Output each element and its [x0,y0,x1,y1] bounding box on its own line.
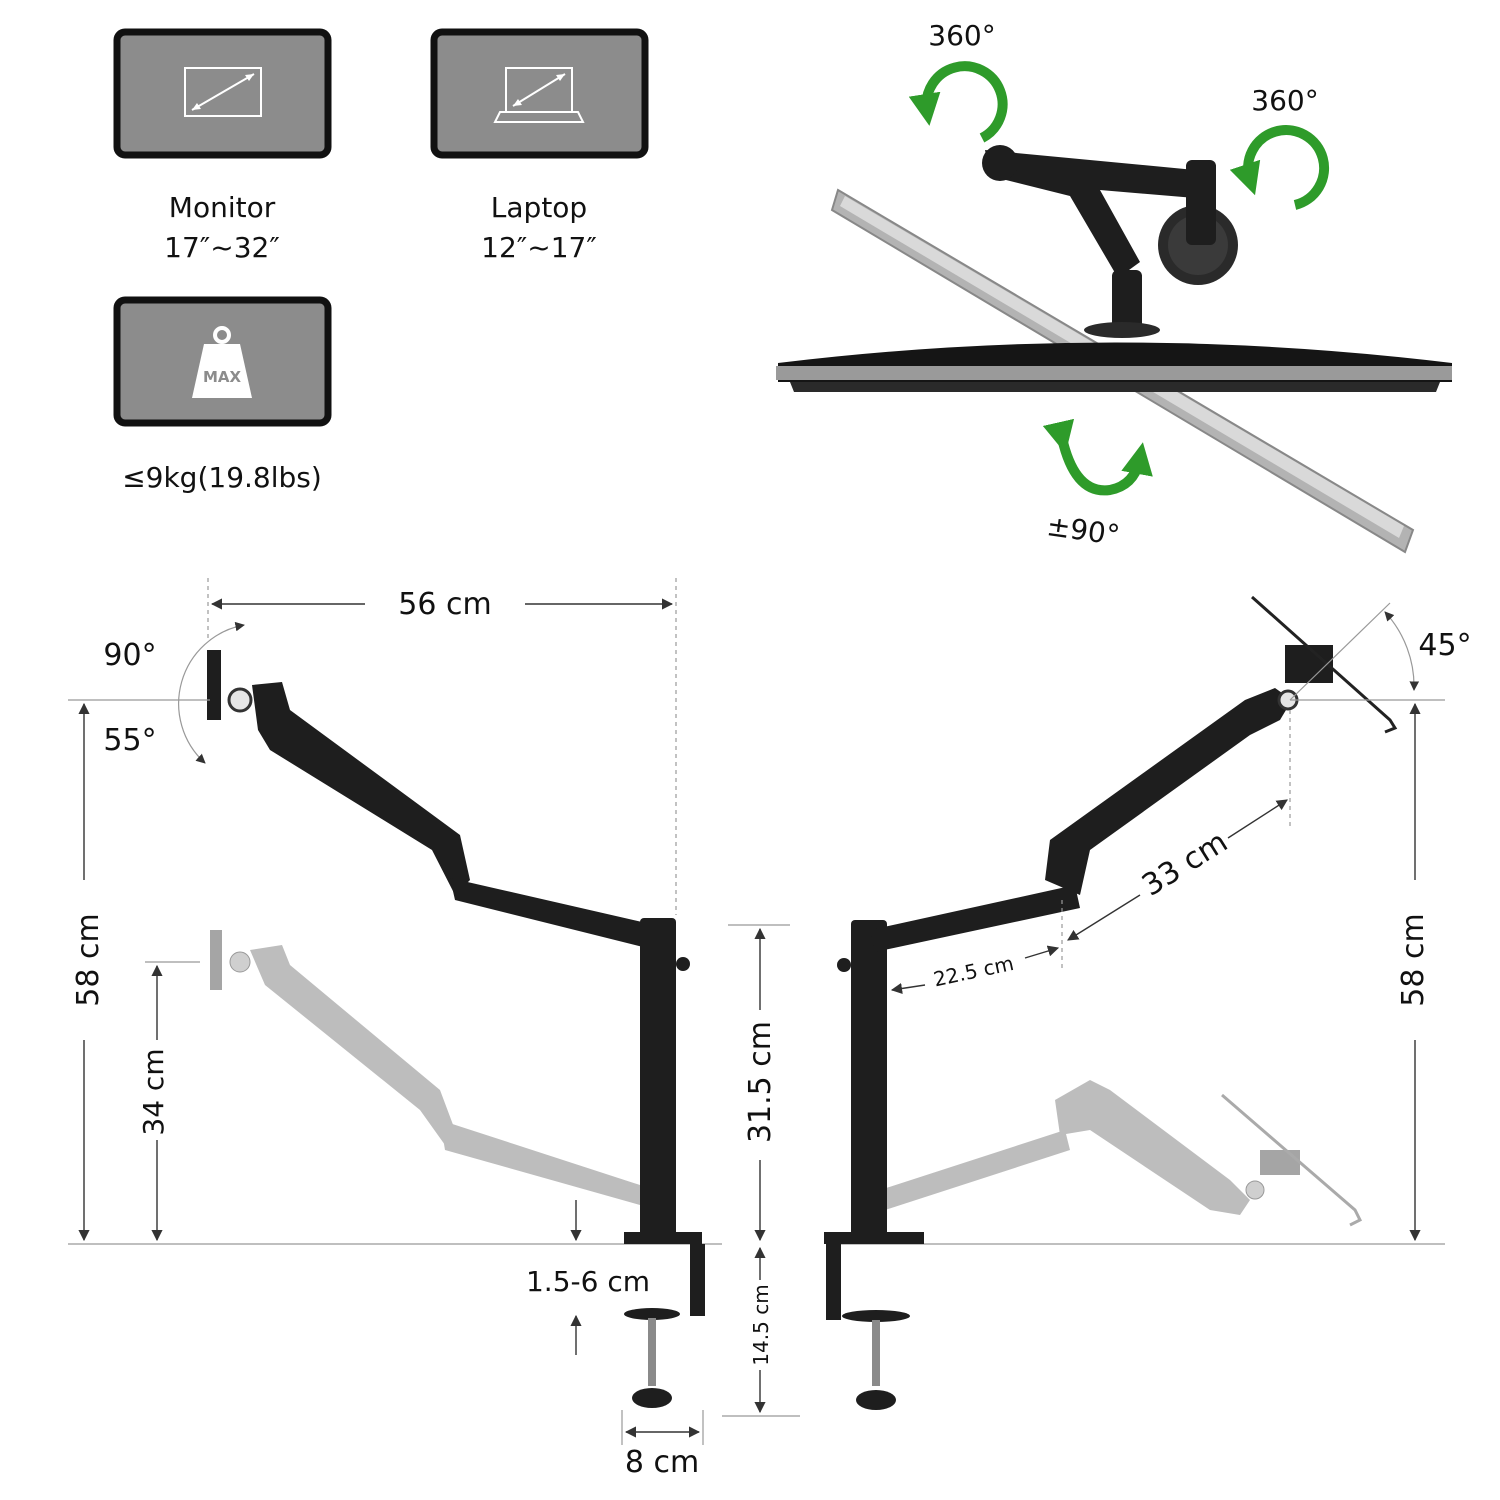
head-swivel-label: 360° [1251,84,1318,117]
upper-arm-label: 33 cm [1136,824,1234,903]
pole-height-label: 31.5 cm [743,1021,778,1143]
lower-arm-label: 22.5 cm [931,951,1016,991]
arm-top-view [982,145,1238,338]
base-width-label: 8 cm [625,1445,699,1480]
monitor-label: Monitor [169,191,276,224]
laptop-diagonal-icon [493,67,585,123]
lowered-laptop-arm-ghost [880,1080,1363,1227]
tilt-up-label: 90° [103,638,156,673]
reach-label: 56 cm [398,587,491,622]
arm-swivel-label: 360° [928,19,995,52]
monitor-screen [776,342,1452,392]
laptop-size: 12″~17″ [481,231,597,264]
screen-rotate-arrow [1042,418,1153,496]
arm-swivel-arrow [908,61,1008,143]
right-side-view: 45° 58 cm 33 cm 22.5 cm [824,595,1472,1410]
rotation-illustration: 360° 360° ±90° [776,19,1452,554]
max-badge: MAX [203,368,242,386]
left-side-view: 56 cm 90° 55° 58 cm 34 cm 31.5 cm 1.5-6 … [68,578,800,1480]
raised-laptop-arm [824,595,1398,1410]
clamp-range-label: 1.5-6 cm [526,1265,650,1298]
laptop-label: Laptop [491,191,587,224]
load-limit: ≤9kg(19.8lbs) [122,461,322,494]
pole-left [640,918,676,1243]
monitor-size: 17″~32″ [164,231,280,264]
max-height-right: 58 cm [1396,913,1431,1006]
screen-rotate-label: ±90° [1045,509,1122,552]
monitor-spec: Monitor 17″~32″ [113,28,332,264]
max-height-left: 58 cm [71,913,106,1006]
tray-tilt-label: 45° [1418,628,1471,663]
lowered-arm-ghost [210,930,640,1205]
pole-right [851,920,887,1243]
tilt-down-label: 55° [103,723,156,758]
weight-icon: MAX [192,326,252,398]
clamp-depth-label: 14.5 cm [749,1284,773,1365]
load-spec: MAX ≤9kg(19.8lbs) [113,296,332,494]
monitor-diagonal-icon [184,67,262,117]
head-swivel-arrow [1229,125,1330,210]
laptop-spec: Laptop 12″~17″ [430,28,649,264]
min-height-label: 34 cm [137,1048,170,1135]
